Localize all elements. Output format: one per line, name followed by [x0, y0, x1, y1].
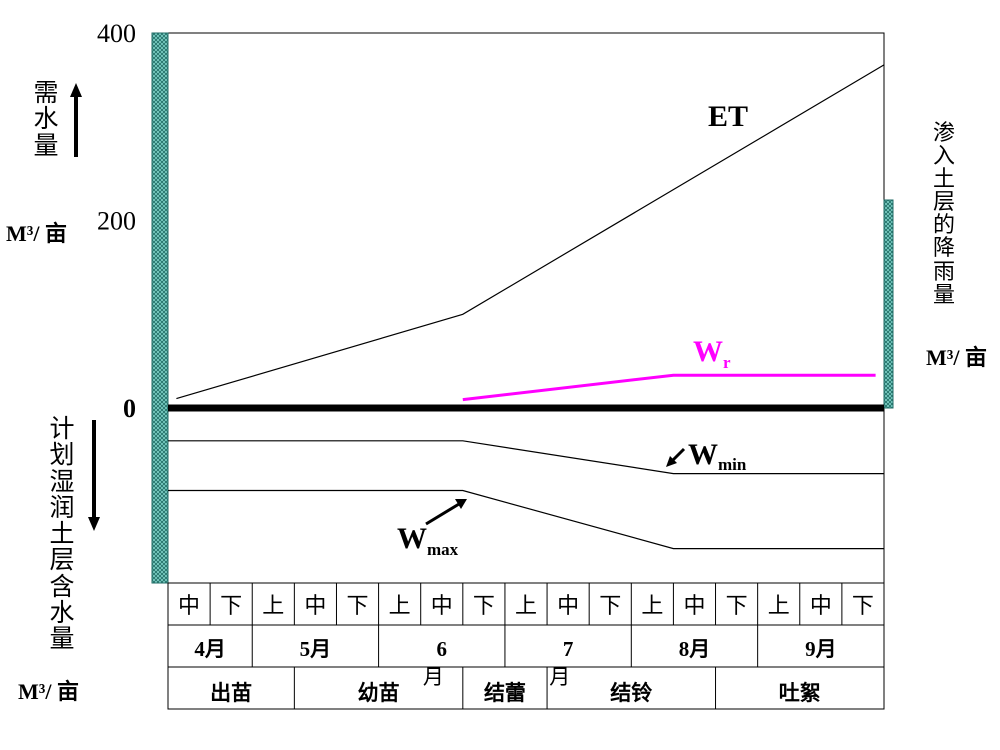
y-tick-label: 200: [97, 207, 136, 236]
left-top-axis-label: 需水量: [33, 78, 59, 160]
period-label: 中: [178, 593, 200, 618]
y-tick-label: 0: [123, 394, 136, 423]
left-bottom-unit: M³/ 亩: [18, 679, 79, 704]
month-label: 4月: [194, 637, 226, 661]
right-axis-unit: M³/ 亩: [926, 345, 987, 370]
period-label: 上: [768, 593, 790, 618]
arrow-wmin: [670, 447, 686, 463]
left-top-unit: M³/ 亩: [6, 221, 67, 246]
stage-label: 出苗: [210, 681, 252, 705]
period-label: 上: [262, 593, 284, 618]
stage-label: 结蕾: [484, 681, 526, 705]
series-line-et: [176, 64, 885, 400]
period-label: 上: [389, 593, 411, 618]
left-hatched-bar: [151, 32, 169, 584]
arrow-up-head: [70, 83, 82, 97]
month-label: 9月: [805, 637, 837, 661]
arrow-down-head: [88, 517, 100, 531]
period-label: 中: [557, 593, 579, 618]
period-label: 上: [515, 593, 537, 618]
period-label: 中: [810, 593, 832, 618]
period-label: 下: [726, 593, 748, 618]
period-label: 上: [641, 593, 663, 618]
series-line-wr: [462, 373, 876, 402]
y-tick-label: 400: [97, 19, 136, 48]
plot-frame: [167, 32, 885, 584]
right-axis-label: 渗入土层的降雨量: [932, 121, 955, 308]
right-hatched-bar: [883, 199, 894, 409]
series-label-wmin: Wmin: [688, 438, 747, 474]
period-label: 中: [431, 593, 453, 618]
month-label-extra: 月: [423, 665, 444, 689]
month-label: 5月: [300, 637, 332, 661]
series-line-wmin: [168, 440, 884, 475]
stage-label: 吐絮: [779, 681, 821, 705]
stage-label: 幼苗: [358, 681, 400, 705]
arrow-head-wmax: [455, 499, 467, 509]
stage-label: 结铃: [610, 681, 652, 705]
month-label: 6: [437, 637, 448, 661]
period-label: 下: [852, 593, 874, 618]
series-label-wmax: Wmax: [397, 522, 459, 559]
month-label-extra: 月: [549, 665, 570, 689]
table-border: [167, 582, 885, 710]
period-label: 下: [473, 593, 495, 618]
month-label: 7: [563, 637, 574, 661]
period-label: 下: [220, 593, 242, 618]
month-label: 8月: [679, 637, 711, 661]
arrow-wmax: [425, 502, 460, 526]
arrow-head-wmin: [666, 456, 677, 467]
period-label: 下: [347, 593, 369, 618]
series-label-et: ET: [708, 100, 748, 133]
series-label-wr: Wr: [693, 335, 731, 372]
period-label: 中: [304, 593, 326, 618]
series-line-wmax: [168, 489, 884, 550]
left-bottom-axis-label: 计划湿润土层含水量: [49, 414, 75, 653]
period-label: 中: [683, 593, 705, 618]
period-label: 下: [599, 593, 621, 618]
